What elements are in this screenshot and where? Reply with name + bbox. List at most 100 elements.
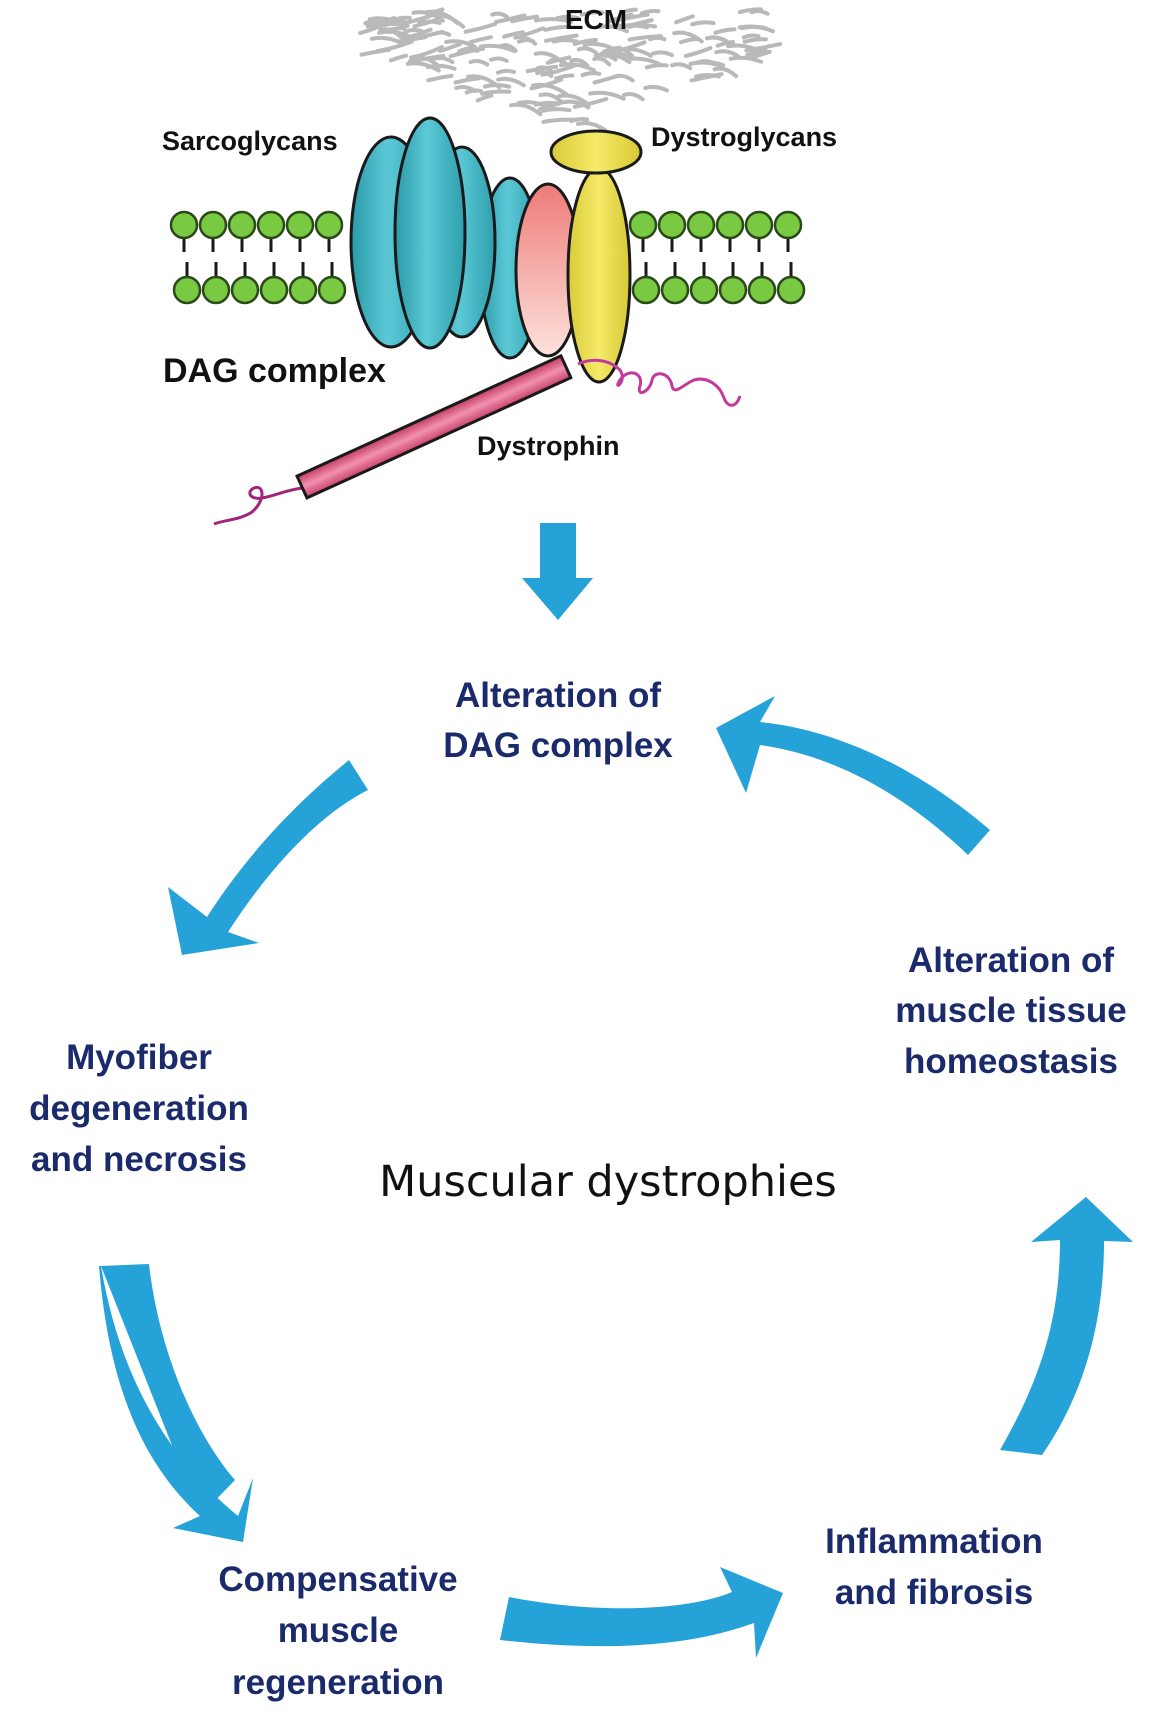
ecm-fiber: [742, 37, 768, 44]
dystroglycans-label: Dystroglycans: [651, 122, 837, 152]
stage-alteration-homeostasis: Alteration of muscle tissue homeostasis: [895, 941, 1127, 1081]
ecm-fiber: [639, 8, 661, 16]
dystroglycan-protein: [549, 129, 643, 384]
ecm-fiber: [502, 30, 525, 39]
ecm-fiber: [386, 17, 407, 24]
ecm-fiber: [619, 7, 638, 15]
ecm-fiber: [405, 61, 441, 73]
ecm-fiber: [705, 35, 731, 45]
stage-alteration-dag: Alteration of DAG complex: [443, 676, 673, 765]
ecm-fiber: [560, 99, 591, 110]
ecm-fiber: [557, 93, 592, 107]
sarcoglycans-label: Sarcoglycans: [162, 126, 338, 156]
ecm-fiber: [417, 19, 442, 25]
lipid-head: [256, 210, 286, 240]
ecm-fiber: [683, 46, 713, 58]
ecm-fiber: [694, 73, 721, 79]
stage-line: Inflammation: [825, 1522, 1043, 1561]
lipid-head: [747, 275, 777, 305]
ecm-fiber: [690, 20, 716, 27]
ecm-fiber: [604, 53, 632, 65]
stage-compensative-regeneration: Compensative muscle regeneration: [218, 1560, 457, 1702]
ecm-fiber: [457, 45, 477, 54]
ecm-fiber: [569, 57, 590, 68]
stage-line: homeostasis: [904, 1042, 1118, 1081]
ecm-fiber: [544, 33, 579, 43]
ecm-fiber: [651, 50, 674, 58]
ecm-fiber: [363, 18, 384, 26]
arrow-homeostasis-to-dag-icon: [716, 696, 990, 855]
ecm-fiber: [605, 17, 626, 25]
ecm-fiber: [592, 56, 612, 67]
arrow-regeneration-to-inflammation-icon: [500, 1567, 783, 1658]
lipid-head: [773, 210, 803, 240]
lipid-bilayer-right: [628, 210, 806, 305]
lipid-head: [227, 210, 257, 240]
ecm-fiber: [535, 70, 554, 78]
ecm-fiber: [713, 27, 737, 35]
ecm-fiber: [494, 13, 527, 24]
lipid-head: [201, 275, 231, 305]
lipid-head: [259, 275, 289, 305]
ecm-fiber: [612, 73, 635, 83]
ecm-fiber: [375, 39, 414, 54]
ecm-fiber: [468, 59, 490, 67]
center-title: Muscular dystrophies: [379, 1157, 837, 1207]
ecm-fiber: [489, 56, 509, 63]
ecm-fiber: [468, 35, 493, 45]
ecm-fiber: [737, 24, 775, 34]
ecm-fiber: [475, 93, 494, 103]
dystrophin-tail-right: [577, 358, 742, 407]
ecm-fiber: [525, 64, 559, 74]
ecm-fiber: [520, 26, 546, 38]
ecm-fiber: [516, 100, 551, 110]
ecm-fiber: [622, 92, 645, 102]
ecm-fiber: [748, 49, 772, 60]
ecm-fiber: [538, 92, 563, 104]
lipid-head: [744, 210, 774, 240]
lipid-head: [172, 275, 202, 305]
ecm-fiber: [714, 49, 740, 58]
arrow-myofiber-to-regeneration-icon: [99, 1264, 253, 1542]
stage-line: degeneration: [29, 1089, 249, 1128]
ecm-fiber: [741, 33, 761, 40]
ecm-fiber: [478, 43, 517, 54]
ecm-fiber: [426, 73, 454, 83]
ecm-fiber: [510, 14, 540, 24]
ecm-fiber: [670, 62, 693, 71]
ecm-fiber: [431, 55, 455, 65]
ecm-fiber: [529, 77, 564, 91]
ecm-fiber: [715, 40, 736, 48]
ecm-fiber: [380, 21, 410, 28]
lipid-head: [230, 275, 260, 305]
ecm-fiber: [643, 84, 669, 93]
ecm-fiber: [679, 37, 699, 45]
lipid-head: [715, 210, 745, 240]
stage-line: muscle tissue: [895, 991, 1127, 1030]
ecm-fiber: [513, 34, 538, 46]
arrow-inflammation-to-homeostasis-icon: [1000, 1197, 1133, 1455]
ecm-fiber: [463, 22, 497, 34]
ecm-fiber: [432, 30, 452, 37]
cycle-arrows: [99, 696, 1133, 1658]
ecm-fiber: [576, 46, 598, 55]
ecm-fiber: [369, 35, 403, 45]
ecm-fiber: [396, 14, 432, 27]
lipid-head: [628, 210, 658, 240]
ecm-fiber: [644, 63, 669, 70]
sarcoglycan-alpha: [393, 116, 467, 350]
ecm-fiber: [572, 97, 609, 109]
ecm-fiber: [558, 62, 596, 73]
lipid-head: [686, 210, 716, 240]
ecm-fiber: [496, 68, 516, 75]
ecm-fiber: [388, 53, 408, 63]
ecm-fiber: [745, 48, 768, 57]
ecm-fiber: [576, 121, 608, 133]
stage-line: Myofiber: [66, 1038, 212, 1077]
ecm-fiber: [403, 28, 424, 34]
ecm-fiber: [400, 35, 428, 44]
stage-line: Alteration of: [455, 676, 661, 715]
stage-line: and fibrosis: [835, 1573, 1033, 1612]
ecm-fiber: [582, 41, 618, 53]
